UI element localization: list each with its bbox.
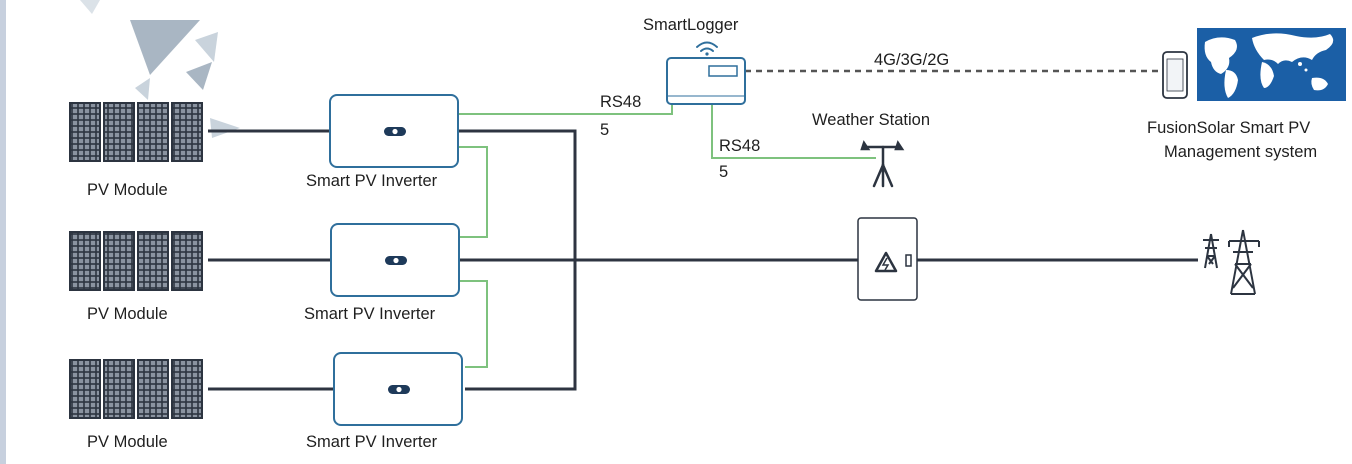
pv-module-3	[69, 359, 203, 419]
inverter-2-label: Smart PV Inverter	[304, 305, 436, 323]
management-label-line1: FusionSolar Smart PV	[1147, 119, 1311, 137]
wireless-label: 4G/3G/2G	[874, 51, 950, 69]
dc-power-lines	[208, 129, 336, 391]
inverter-1	[329, 94, 459, 168]
inverter-3	[333, 352, 463, 426]
rs485-weather-label-line2: 5	[719, 163, 729, 181]
decorative-triangles	[80, 0, 240, 138]
pv-module-2	[69, 231, 203, 291]
world-map-icon	[1197, 28, 1346, 101]
pv-module-3-label: PV Module	[87, 433, 168, 451]
rs485-top-label-line2: 5	[600, 121, 610, 139]
management-label-line2: Management system	[1164, 143, 1318, 161]
rs485-weather-label-line1: RS48	[719, 137, 761, 155]
ac-power-lines	[458, 129, 1198, 391]
pv-module-2-label: PV Module	[87, 305, 168, 323]
wifi-icon	[696, 41, 718, 56]
smartlogger-label: SmartLogger	[643, 16, 739, 34]
pv-module-1	[69, 102, 203, 162]
smartlogger-device	[666, 57, 746, 105]
left-border	[0, 0, 6, 464]
inverter-3-label: Smart PV Inverter	[306, 433, 438, 451]
pv-module-1-label: PV Module	[87, 181, 168, 199]
inverter-2	[330, 223, 460, 297]
weather-station-label: Weather Station	[812, 111, 931, 129]
phone-icon	[1162, 51, 1188, 99]
comm-lines	[458, 100, 876, 368]
ac-box-icon	[857, 217, 918, 301]
inverter-1-label: Smart PV Inverter	[306, 172, 438, 190]
weather-station-icon	[860, 140, 905, 188]
transmission-tower-icon	[1203, 229, 1260, 295]
rs485-top-label-line1: RS48	[600, 93, 642, 111]
